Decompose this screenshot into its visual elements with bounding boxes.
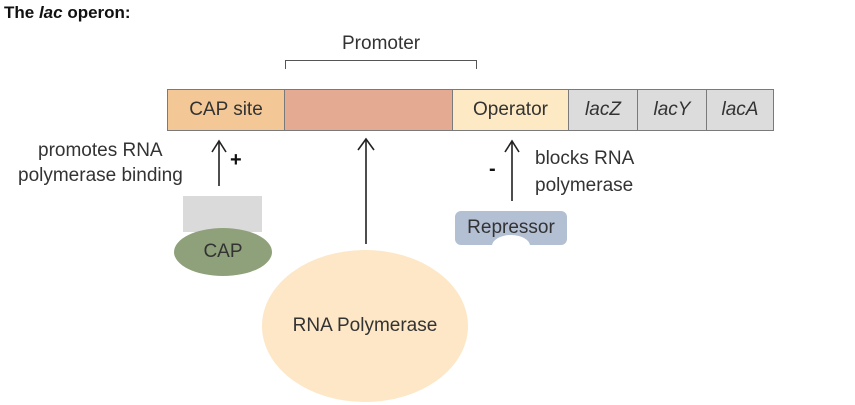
promoter-bracket: [285, 60, 477, 69]
repressor-minus-sign: -: [489, 158, 496, 180]
repressor-effect-line1: blocks RNA: [535, 148, 635, 169]
rna-polymerase: RNA Polymerase: [262, 250, 468, 402]
lacz-gene-segment: lacZ: [569, 90, 638, 130]
cap-site-segment: CAP site: [168, 90, 285, 130]
lacy-gene-segment: lacY: [638, 90, 707, 130]
dna-strip: CAP site Operator lacZ lacY lacA: [167, 89, 774, 131]
repressor-label: Repressor: [467, 217, 555, 238]
cap-arrow: [211, 139, 227, 186]
cap-effect-line1: promotes RNA: [38, 140, 163, 161]
promoter-label: Promoter: [342, 33, 421, 54]
title-prefix: The: [4, 3, 39, 22]
operator-segment: Operator: [453, 90, 569, 130]
laca-gene-segment: lacA: [707, 90, 773, 130]
cap-protein: CAP: [174, 228, 272, 276]
cap-binding-block: [183, 196, 262, 232]
repressor-notch: [492, 235, 530, 257]
repressor-effect-line2: polymerase: [535, 175, 634, 196]
cap-label: CAP: [203, 241, 243, 262]
promoter-core-segment: [285, 90, 453, 130]
title-italic: lac: [38, 3, 63, 22]
cap-plus-sign: +: [230, 149, 242, 171]
title-suffix: operon:: [62, 3, 131, 22]
rna-polymerase-label: RNA Polymerase: [292, 315, 438, 336]
diagram-title: The lac operon:: [4, 3, 131, 23]
repressor-arrow: [504, 139, 520, 201]
cap-effect-line2: polymerase binding: [18, 165, 183, 186]
rna-polymerase-arrow: [357, 137, 375, 244]
